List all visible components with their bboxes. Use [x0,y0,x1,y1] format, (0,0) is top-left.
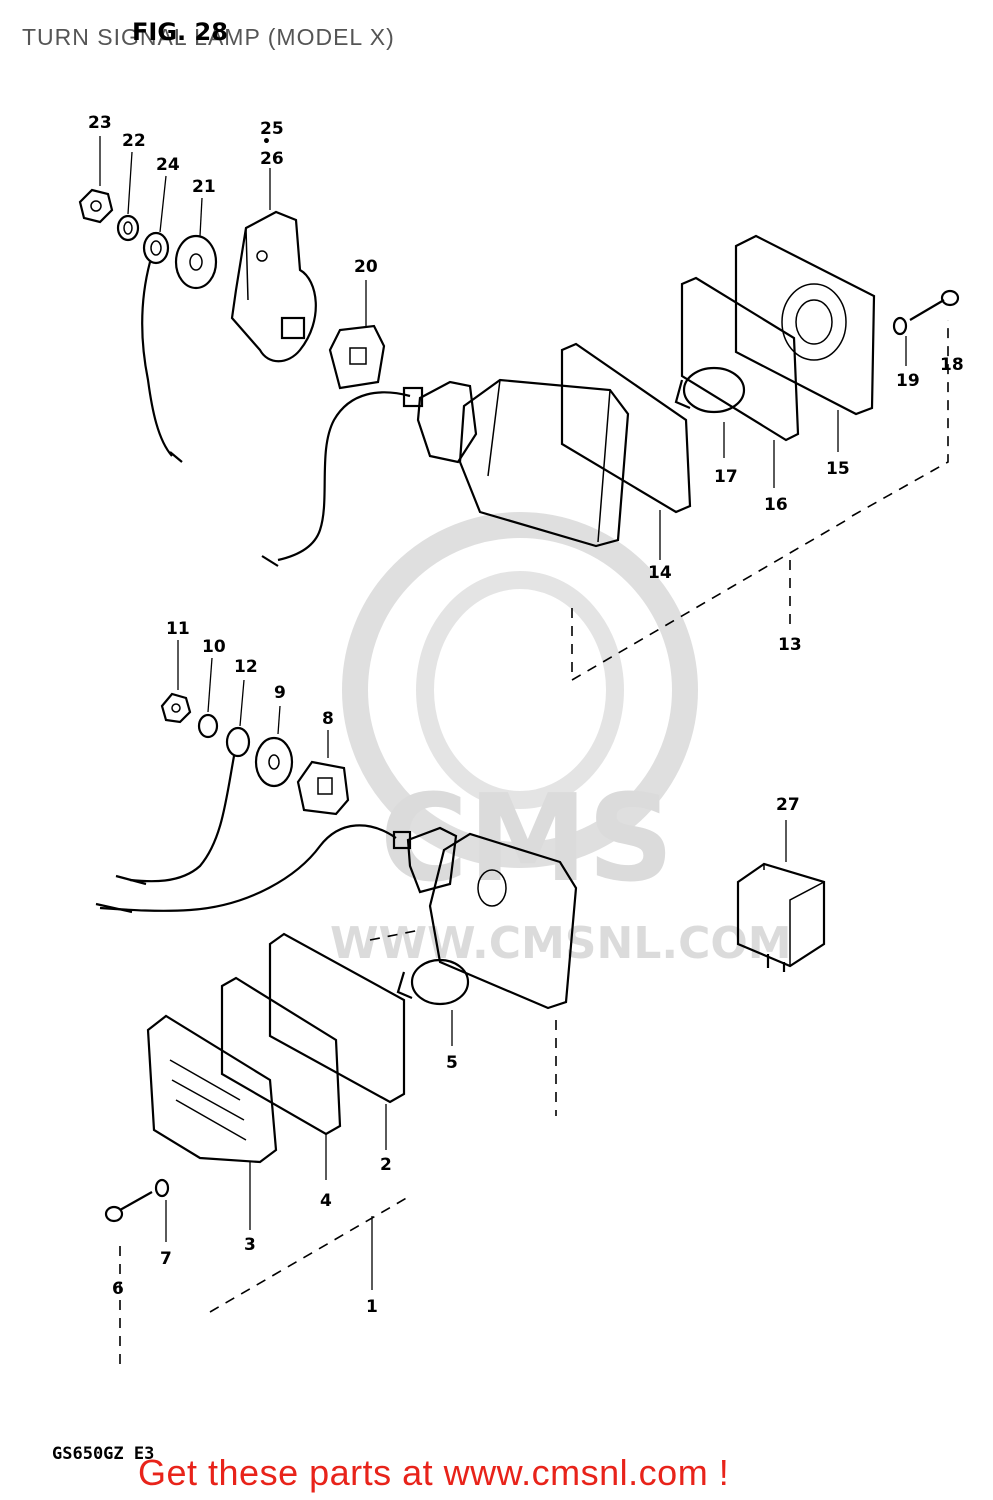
callout-11: 11 [166,619,190,639]
washer-9 [254,736,294,788]
callout-1: 1 [366,1297,378,1317]
upper-wire [277,391,411,562]
grommet-8 [296,760,350,816]
callout-18: 18 [940,355,964,375]
callout-4: 4 [320,1191,332,1211]
callout-19: 19 [896,371,920,391]
washer-19 [892,316,908,336]
turn-signal-housing-upper [402,378,630,548]
callout-8: 8 [322,709,334,729]
figure-label: FIG. 28 [132,18,228,46]
lower-guide-lines [119,640,787,1366]
diagram-title: TURN SIGNAL LAMP (MODEL X) [22,24,395,50]
callout-20: 20 [354,257,378,277]
callout-10: 10 [202,637,226,657]
lower-assembly [95,692,826,1223]
grommet-20 [328,324,386,390]
callout-24: 24 [156,155,180,175]
callout-16: 16 [764,495,788,515]
callout-25: 25 [260,119,284,139]
watermark-brand: CMS [380,770,674,909]
callout-17: 17 [714,467,738,487]
callout-22: 22 [122,131,146,151]
callout-12: 12 [234,657,258,677]
callout-9: 9 [274,683,286,703]
callout-15: 15 [826,459,850,479]
turn-signal-housing-lower [392,826,578,1010]
upper-guide-lines [99,136,949,682]
promo-link[interactable]: Get these parts at www.cmsnl.com ! [138,1452,730,1493]
callout-2: 2 [380,1155,392,1175]
screw-6 [104,1191,153,1223]
relay-27 [736,862,826,972]
callout-26: 26 [260,149,284,169]
nut-11 [160,692,192,724]
callout-5: 5 [446,1053,458,1073]
svg-text:•: • [262,134,271,150]
callout-23: 23 [88,113,112,133]
bracket-25-26 [230,210,317,363]
washer-7 [154,1178,170,1198]
callout-13: 13 [778,635,802,655]
gasket-2 [268,932,406,1104]
lens-15 [734,234,876,416]
watermark: CMS WWW.CMSNL.COM [330,512,792,969]
callout-6: 6 [112,1279,124,1299]
model-code: GS650GZ E3 [52,1444,155,1464]
callout-7: 7 [160,1249,172,1269]
washer-21 [174,234,218,290]
callout-14: 14 [648,563,672,583]
part-callouts: 23 22 24 21 25 • 26 20 18 19 15 17 16 14… [88,113,964,1317]
watermark-url: WWW.CMSNL.COM [330,918,792,969]
callout-3: 3 [244,1235,256,1255]
callout-21: 21 [192,177,216,197]
callout-27: 27 [776,795,800,815]
lower-wire [99,824,397,912]
lock-washer-22 [116,214,140,242]
bulb-5 [396,958,470,1006]
gasket-4 [220,976,342,1136]
screw-18 [909,289,960,321]
gasket-16 [680,276,800,442]
gasket-14 [560,342,692,514]
upper-assembly [78,188,960,567]
ground-wire-24 [141,231,183,463]
ground-wire-12 [115,726,251,886]
bulb-17 [674,366,746,414]
lock-washer-10 [197,713,219,739]
lens-3 [146,1014,278,1164]
nut-23 [78,188,114,224]
